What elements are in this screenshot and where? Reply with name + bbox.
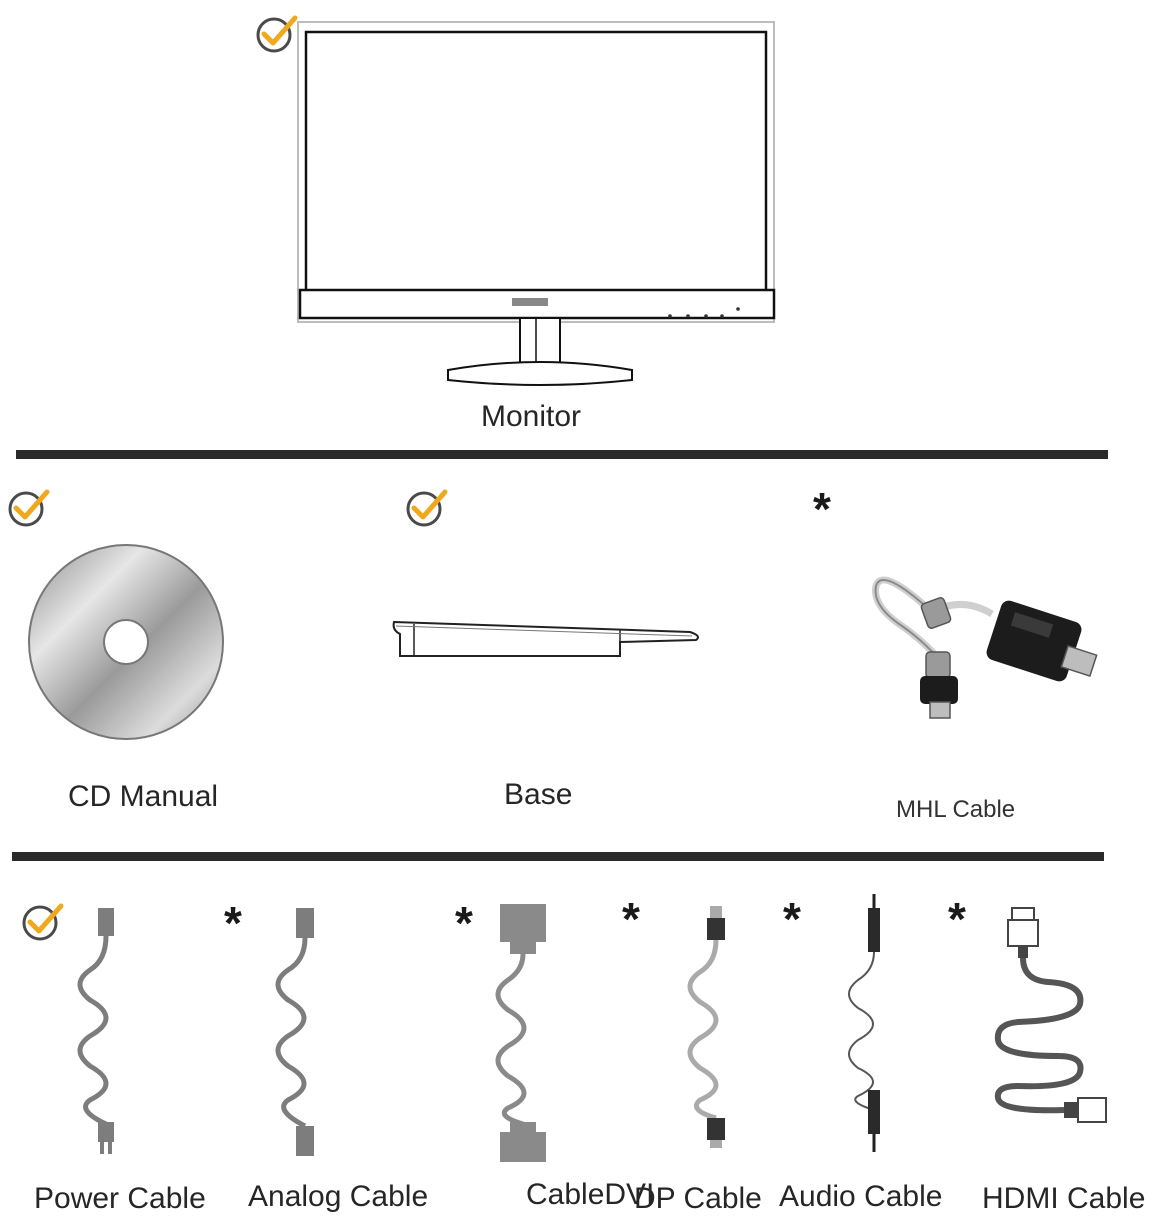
analog-cable-illustration: [258, 900, 348, 1175]
hdmi-cable-illustration: [988, 900, 1118, 1135]
dvi-cable-label: CableDVI: [526, 1178, 655, 1211]
cd-disc-icon: [26, 542, 226, 747]
audio-cable-label: Audio Cable: [779, 1180, 943, 1213]
monitor-label: Monitor: [481, 400, 582, 433]
section-divider: [16, 450, 1108, 459]
included-check-icon: [20, 900, 66, 944]
base-label: Base: [504, 778, 573, 811]
dp-cable-illustration: [660, 900, 750, 1165]
hdmi-cable-label: HDMI Cable: [982, 1182, 1146, 1215]
dp-cable-label: DP Cable: [634, 1182, 762, 1215]
included-check-icon: [404, 486, 450, 530]
cd-manual-label: CD Manual: [68, 780, 219, 813]
base-illustration: [390, 612, 706, 669]
optional-marker: *: [622, 893, 640, 945]
optional-marker: *: [224, 897, 242, 949]
optional-marker: *: [948, 893, 966, 945]
dvi-cable-illustration: [480, 900, 570, 1175]
mhl-cable-label: MHL Cable: [896, 796, 1016, 823]
section-divider: [12, 852, 1104, 861]
power-cable-illustration: [60, 900, 150, 1175]
optional-marker: *: [455, 897, 473, 949]
mhl-cable-illustration: [862, 556, 1107, 731]
optional-marker: *: [813, 483, 831, 535]
monitor-illustration: [290, 18, 790, 388]
included-check-icon: [6, 486, 52, 530]
audio-cable-illustration: [828, 890, 908, 1165]
analog-cable-label: Analog Cable: [248, 1180, 429, 1213]
optional-marker: *: [783, 893, 801, 945]
included-check-icon: [254, 12, 300, 56]
power-cable-label: Power Cable: [34, 1182, 206, 1215]
